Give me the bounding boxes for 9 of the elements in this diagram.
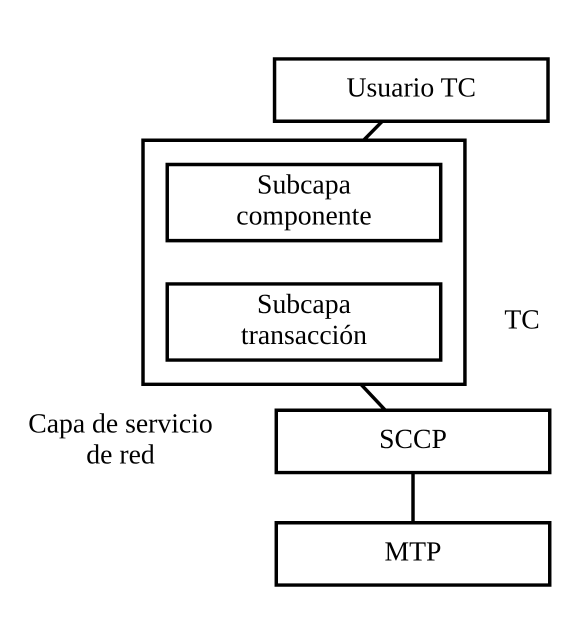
connector (411, 472, 415, 522)
node-box: SCCP (274, 408, 552, 474)
label: TC (504, 303, 540, 334)
label: Capa de servicio de red (28, 406, 213, 470)
node-box: MTP (274, 520, 552, 586)
node-box: Subcapa transacción (166, 282, 442, 362)
cluster (141, 138, 467, 386)
node-box: Usuario TC (272, 56, 550, 122)
node-box: Subcapa componente (166, 162, 442, 242)
